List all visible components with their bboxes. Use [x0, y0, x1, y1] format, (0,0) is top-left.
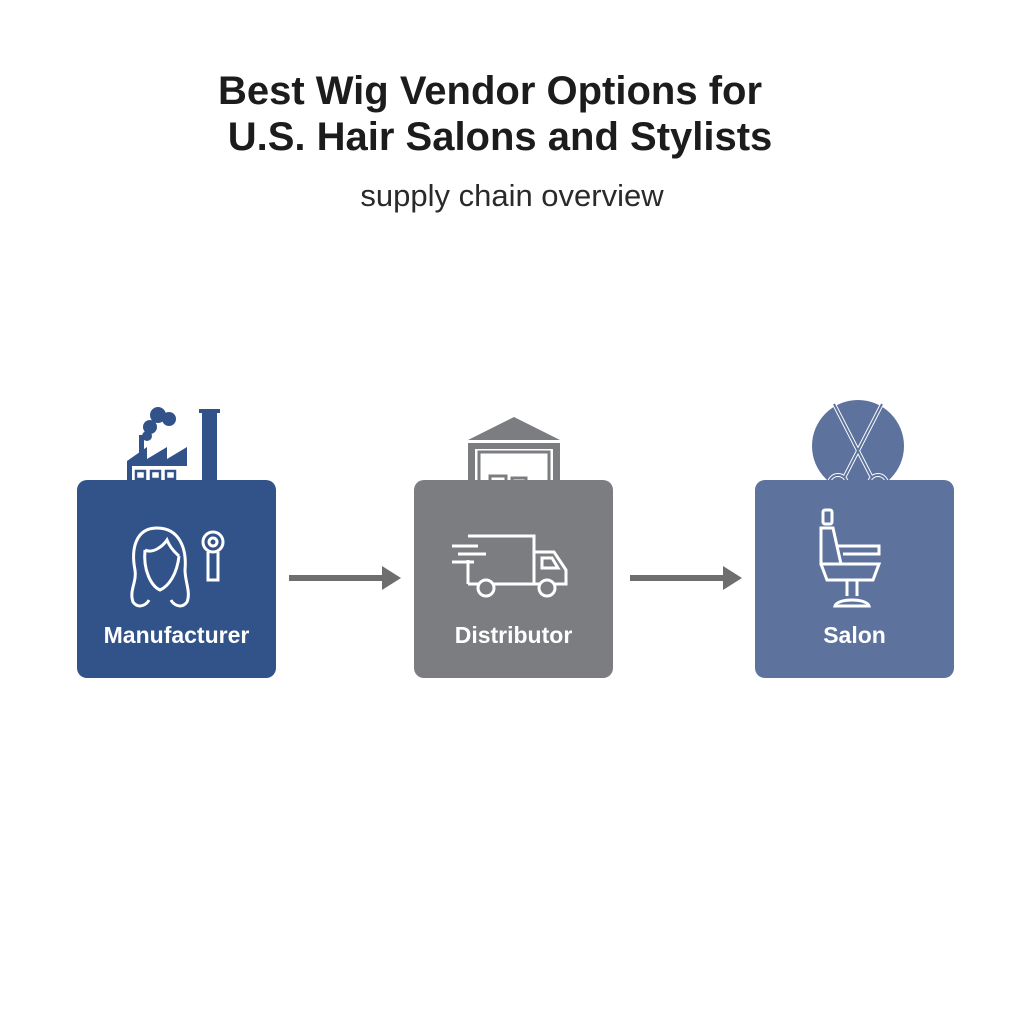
arrow-right-icon — [289, 566, 401, 590]
wig-head-icon — [130, 526, 225, 608]
node-label: Distributor — [454, 622, 573, 648]
delivery-truck-icon — [452, 534, 568, 598]
node-label: Salon — [823, 622, 886, 648]
title-line-1: Best Wig Vendor Options for — [217, 69, 763, 113]
manufacturer-node: Manufacturer — [77, 480, 276, 678]
subtitle: supply chain overview — [360, 178, 664, 213]
node-label: Manufacturer — [103, 622, 250, 648]
title-line-2: U.S. Hair Salons and Stylists — [227, 115, 773, 159]
salon-chair-icon — [819, 508, 882, 608]
salon-node: Salon — [755, 480, 954, 678]
arrow-right-icon — [630, 566, 742, 590]
distributor-node: Distributor — [414, 480, 613, 678]
